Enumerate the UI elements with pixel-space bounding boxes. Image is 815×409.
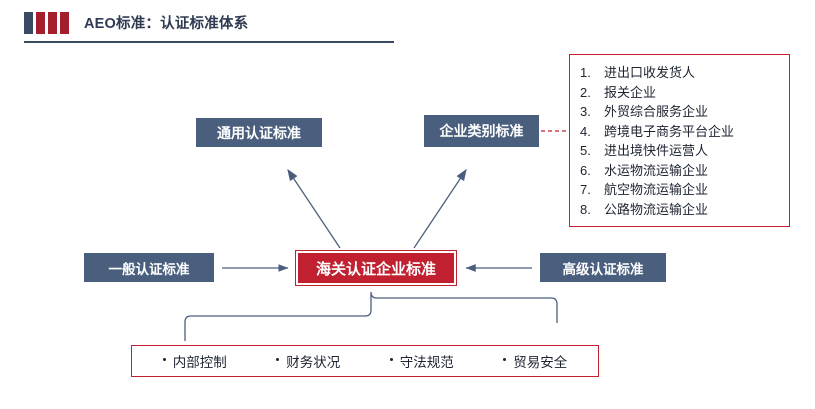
criteria-label: 守法规范 xyxy=(399,355,454,370)
list-item: 4. 跨境电子商务平台企业 xyxy=(580,122,783,142)
list-item-label: 航空物流运输企业 xyxy=(604,182,709,197)
header-bar-1 xyxy=(24,12,33,34)
list-item-label: 进出口收发货人 xyxy=(604,65,696,80)
list-item-number: 3. xyxy=(580,104,591,119)
bullet-icon xyxy=(503,357,507,361)
list-item-number: 6. xyxy=(580,162,591,178)
list-item: 7. 航空物流运输企业 xyxy=(580,180,783,200)
list-item: 3. 外贸综合服务企业 xyxy=(580,102,783,122)
list-item-label: 水运物流运输企业 xyxy=(604,162,709,178)
header-bar-4 xyxy=(60,12,69,34)
list-item: 2. 报关企业 xyxy=(580,83,783,103)
criteria-item: 守法规范 xyxy=(389,351,454,371)
list-item-number: 5. xyxy=(580,143,591,158)
bullet-icon xyxy=(389,357,393,361)
criteria-label: 财务状况 xyxy=(286,355,341,370)
node-advanced-standard[interactable]: 高级认证标准 xyxy=(540,253,666,282)
criteria-item: 财务状况 xyxy=(276,351,340,371)
list-item: 8. 公路物流运输企业 xyxy=(580,200,783,220)
node-enterprise-category[interactable]: 企业类别标准 xyxy=(424,115,539,147)
page-title: AEO标准：认证标准体系 xyxy=(84,16,249,32)
list-item-number: 8. xyxy=(580,201,591,217)
list-item-label: 报关企业 xyxy=(604,84,657,100)
bullet-icon xyxy=(276,357,280,361)
criteria-item: 贸易安全 xyxy=(503,351,567,371)
node-general-standard[interactable]: 通用认证标准 xyxy=(196,118,322,147)
list-item-label: 跨境电子商务平台企业 xyxy=(604,123,735,139)
arrow-core-to-category xyxy=(413,168,467,249)
arrow-core-to-general xyxy=(287,168,341,249)
list-item: 6. 水运物流运输企业 xyxy=(580,161,783,181)
list-item-label: 进出境快件运营人 xyxy=(604,143,709,158)
node-core-standard[interactable]: 海关认证企业标准 xyxy=(296,251,456,285)
criteria-item: 内部控制 xyxy=(162,351,227,371)
criteria-panel: 内部控制 财务状况 守法规范 贸易安全 xyxy=(131,345,599,377)
bullet-icon xyxy=(162,357,166,361)
node-basic-standard[interactable]: 一般认证标准 xyxy=(84,253,214,282)
slide-header: AEO标准：认证标准体系 xyxy=(24,10,394,43)
list-item-number: 2. xyxy=(580,84,591,100)
list-item: 1. 进出口收发货人 xyxy=(580,63,783,83)
enterprise-category-list: 1. 进出口收发货人 2. 报关企业 3. 外贸综合服务企业 4. 跨境电子商务… xyxy=(569,54,790,227)
header-bar-3 xyxy=(48,12,57,34)
list-item-number: 4. xyxy=(580,123,591,139)
list-item-number: 1. xyxy=(580,65,591,80)
list-item-number: 7. xyxy=(580,182,591,197)
criteria-label: 贸易安全 xyxy=(513,355,568,370)
list-item: 5. 进出境快件运营人 xyxy=(580,141,783,161)
header-bar-2 xyxy=(36,12,45,34)
list-item-label: 外贸综合服务企业 xyxy=(604,104,709,119)
brace-core-to-bottom xyxy=(184,291,558,341)
header-rule xyxy=(24,41,394,43)
list-item-label: 公路物流运输企业 xyxy=(604,201,709,217)
header-bars xyxy=(24,12,69,34)
criteria-label: 内部控制 xyxy=(172,355,227,370)
